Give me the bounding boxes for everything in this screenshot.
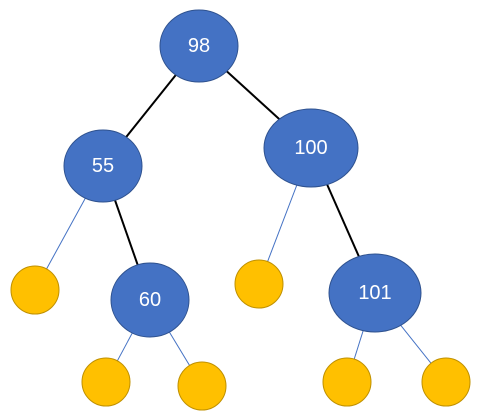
null-leaf-node: [322, 357, 372, 407]
node-label: 55: [92, 155, 114, 177]
leaf-circle: [81, 357, 131, 407]
null-leaf-node: [81, 357, 131, 407]
node-circle: [110, 262, 190, 338]
tree-node-98: 98: [159, 9, 239, 83]
node-circle: [328, 253, 422, 333]
node-label: 101: [358, 282, 391, 304]
tree-node-55: 55: [63, 129, 143, 203]
leaf-circle: [421, 357, 471, 407]
tree-node-60: 60: [110, 262, 190, 338]
null-leaf-node: [234, 259, 284, 309]
leaf-circle: [234, 259, 284, 309]
null-leaf-node: [10, 265, 60, 315]
node-circle: [63, 129, 143, 203]
tree-edges: [34, 45, 447, 387]
leaf-circle: [322, 357, 372, 407]
tree-node-101: 101: [328, 253, 422, 333]
tree-nodes: 98 55 100 60 101: [10, 9, 471, 411]
node-label: 98: [188, 35, 210, 57]
node-circle: [159, 9, 239, 83]
leaf-circle: [10, 265, 60, 315]
null-leaf-node: [177, 361, 227, 411]
node-label: 60: [139, 289, 161, 311]
tree-node-100: 100: [263, 108, 359, 188]
null-leaf-node: [421, 357, 471, 407]
node-label: 100: [294, 137, 327, 159]
leaf-circle: [177, 361, 227, 411]
node-circle: [263, 108, 359, 188]
